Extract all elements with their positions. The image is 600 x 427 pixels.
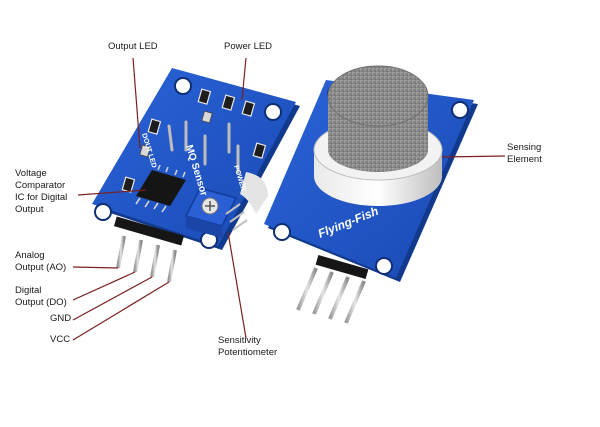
label-power-led: Power LED bbox=[224, 41, 273, 52]
mounting-hole bbox=[94, 203, 112, 221]
leader-output-led bbox=[132, 57, 141, 149]
mounting-hole bbox=[273, 223, 291, 241]
leader-potentiometer bbox=[227, 231, 247, 339]
leader-comparator bbox=[77, 189, 147, 196]
leader-lines bbox=[72, 57, 506, 341]
label-vcc: VCC bbox=[50, 334, 71, 345]
label-output-led: Output LED bbox=[108, 41, 158, 52]
leader-sensing-element bbox=[441, 155, 506, 158]
sensor-leads bbox=[167, 120, 240, 174]
power-led bbox=[201, 110, 213, 124]
label-analog-output: Analog Output (AO) bbox=[15, 250, 67, 273]
mounting-hole bbox=[174, 77, 192, 95]
left-board: MQ Sensor DOUT LED POWER bbox=[92, 68, 300, 283]
leader-digital-output bbox=[72, 271, 136, 301]
label-sensing-element: Sensing Element bbox=[507, 142, 542, 165]
sensitivity-potentiometer-part bbox=[184, 187, 248, 238]
right-header-pins bbox=[296, 255, 369, 324]
output-led bbox=[139, 144, 151, 158]
label-gnd: GND bbox=[50, 313, 72, 324]
leader-power-led bbox=[241, 57, 247, 101]
right-board: Flying-Fish bbox=[264, 65, 478, 324]
label-digital-output: Digital Output (DO) bbox=[15, 285, 67, 308]
mounting-hole bbox=[264, 103, 282, 121]
mounting-hole bbox=[375, 257, 393, 275]
leader-vcc bbox=[72, 281, 170, 341]
sensing-element-part bbox=[313, 65, 443, 206]
left-header-pins bbox=[113, 216, 185, 283]
comparator-ic bbox=[135, 164, 186, 213]
label-sensitivity-potentiometer: Sensitivity Potentiometer bbox=[218, 335, 278, 358]
leader-analog-output bbox=[72, 266, 119, 269]
sensor-body-edge bbox=[240, 172, 268, 214]
leader-gnd bbox=[72, 276, 153, 321]
mounting-hole bbox=[451, 101, 469, 119]
label-voltage-comparator: Voltage Comparator IC for Digital Output bbox=[15, 168, 68, 215]
